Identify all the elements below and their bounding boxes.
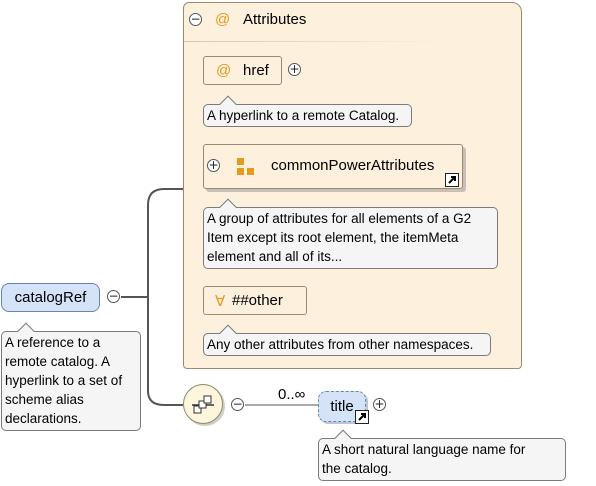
expand-icon: + — [289, 62, 300, 76]
href-annotation: A hyperlink to a remote Catalog. — [203, 95, 412, 127]
attributes-collapse-button[interactable]: − — [189, 13, 202, 26]
expand-icon: + — [374, 397, 385, 411]
annotation-line: A reference to a — [5, 335, 101, 350]
catalog-ref-annotation: A reference to a remote catalog. A hyper… — [1, 322, 141, 431]
href-annotation-text: A hyperlink to a remote Catalog. — [207, 108, 400, 123]
title-annotation: A short natural language name for the ca… — [318, 429, 566, 481]
shortcut-icon[interactable] — [445, 173, 459, 187]
common-power-attributes-annotation: A group of attributes for all elements o… — [203, 198, 498, 269]
wildcard-icon: ∀ — [215, 292, 226, 310]
title-element[interactable]: title — [318, 391, 366, 422]
annotation-line: A short natural language name for — [322, 442, 526, 457]
attribute-at-icon: @ — [215, 11, 231, 28]
annotation-line: hyperlink to a set of — [5, 373, 123, 388]
annotation-line: A group of attributes for all elements o… — [207, 211, 472, 226]
attributes-header-rule — [184, 41, 444, 42]
collapse-icon: − — [232, 397, 243, 411]
sequence-icon — [192, 395, 214, 414]
annotation-line: element and all of its... — [207, 249, 343, 264]
catalog-ref-label: catalogRef — [14, 289, 87, 306]
attribute-at-icon: @ — [216, 62, 232, 79]
href-expand-button[interactable]: + — [288, 63, 301, 76]
catalog-ref-collapse-button[interactable]: − — [107, 290, 120, 303]
title-label: title — [330, 398, 354, 415]
attribute-group-icon — [237, 158, 256, 177]
title-expand-button[interactable]: + — [373, 398, 386, 411]
collapse-icon: − — [108, 289, 119, 303]
href-attribute[interactable]: @ href — [203, 56, 282, 85]
common-power-attributes-group[interactable]: commonPowerAttributes — [203, 144, 463, 189]
annotation-line: remote catalog. A — [5, 354, 111, 369]
annotation-line: the catalog. — [322, 461, 392, 476]
common-power-attributes-expand-button[interactable]: + — [207, 159, 220, 172]
cardinality-label: 0..∞ — [278, 386, 306, 403]
any-attribute-label: ##other — [232, 292, 283, 309]
catalog-ref-element[interactable]: catalogRef — [1, 283, 100, 312]
annotation-line: declarations. — [5, 411, 82, 426]
sequence-collapse-button[interactable]: − — [231, 398, 244, 411]
sequence-compositor[interactable] — [183, 384, 223, 424]
any-attribute-wildcard[interactable]: ∀ ##other — [203, 286, 307, 315]
any-attribute-annotation: Any other attributes from other namespac… — [203, 324, 491, 356]
shortcut-icon[interactable] — [355, 410, 369, 424]
common-power-attributes-label: commonPowerAttributes — [271, 157, 435, 174]
expand-icon: + — [208, 158, 219, 172]
collapse-icon: − — [190, 12, 201, 26]
attributes-header-label: Attributes — [243, 11, 307, 28]
href-label: href — [243, 62, 269, 79]
any-attribute-annotation-text: Any other attributes from other namespac… — [207, 337, 474, 352]
annotation-line: Item except its root element, the itemMe… — [207, 230, 459, 245]
annotation-line: scheme alias — [5, 392, 84, 407]
